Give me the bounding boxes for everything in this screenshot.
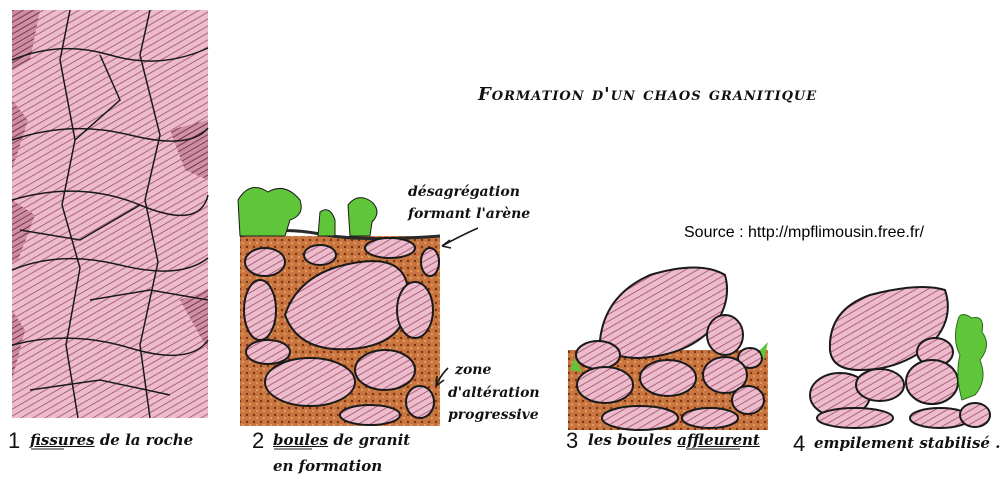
panel-4-stacked-boulders xyxy=(809,286,991,429)
panel-3-caption-underlined: affleurent xyxy=(677,431,760,449)
annotation-arene-line1: désagrégation xyxy=(408,184,520,200)
annotation-zone-line2: d'altération xyxy=(448,385,540,401)
annotation-arene-line2: formant l'arène xyxy=(408,206,531,222)
panel-1-caption-underlined: fissures xyxy=(30,431,95,449)
panel-3-caption-pre: les boules xyxy=(588,431,678,449)
panel-2-caption-underlined: boules xyxy=(273,431,329,449)
panel-4-number: 4 xyxy=(793,431,806,456)
annotation-zone-line3: progressive xyxy=(448,407,539,423)
panel-2-caption-rest: de granit xyxy=(328,431,411,449)
panel-4-caption: empilement stabilisé ... xyxy=(814,434,1000,452)
panel-1-caption-rest: de la roche xyxy=(94,431,194,449)
annotation-zone-line1: zone xyxy=(455,362,492,378)
annotation-arrows xyxy=(435,227,479,387)
panel-3-number: 3 xyxy=(566,428,579,453)
panel-3-caption: les boules affleurent xyxy=(588,431,760,449)
panel-2-boulders-forming xyxy=(237,187,441,426)
panel-2-caption-line2: en formation xyxy=(273,457,383,475)
panel-1-number: 1 xyxy=(8,428,21,453)
panel-2-number: 2 xyxy=(252,428,265,453)
panel-1-caption: fissures de la roche xyxy=(30,431,193,449)
panel-2-caption: boules de granit xyxy=(273,431,410,449)
source-credit: Source : http://mpflimousin.free.fr/ xyxy=(684,224,925,241)
panel-1-rock-column xyxy=(11,9,209,419)
diagram-title: Formation d'un chaos granitique xyxy=(478,84,818,105)
panel-3-boulders-outcrop xyxy=(568,266,768,431)
